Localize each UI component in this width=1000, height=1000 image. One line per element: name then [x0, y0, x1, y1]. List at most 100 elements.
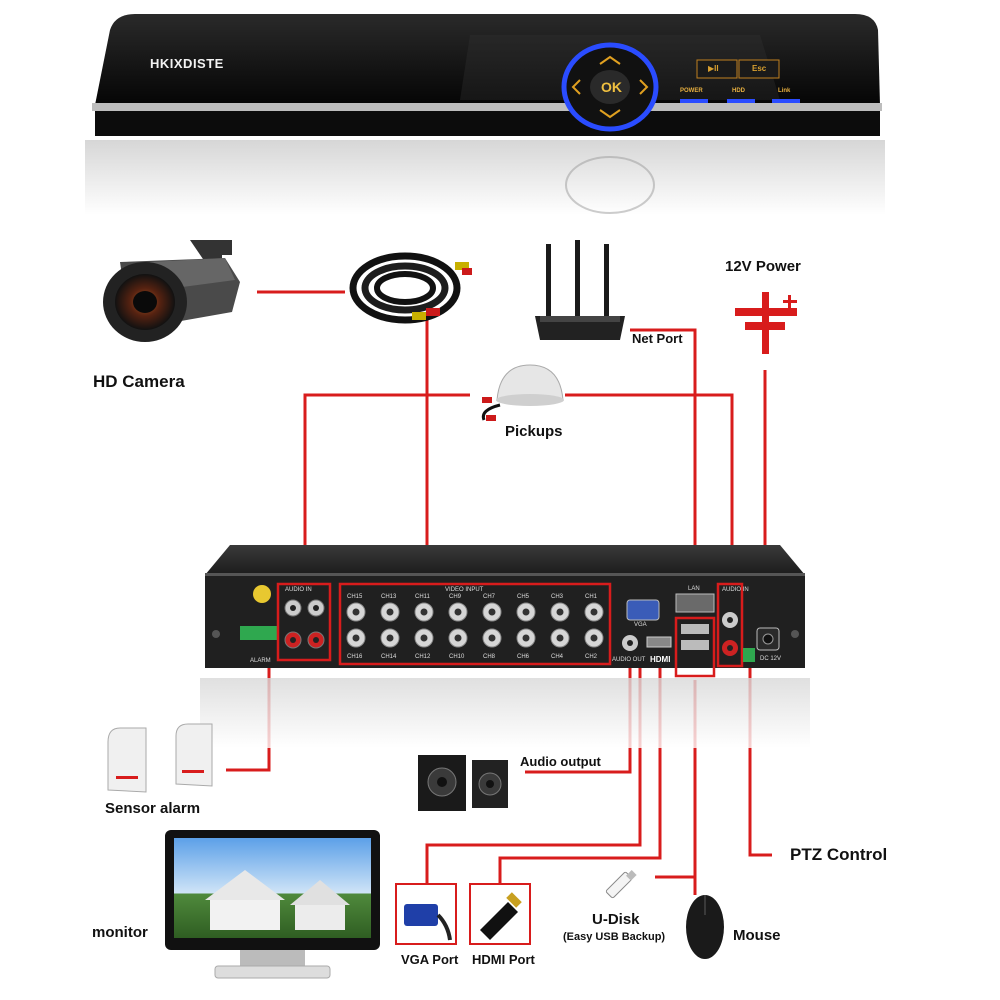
channel-label: CH2	[585, 654, 598, 660]
bnc-port-pin	[386, 608, 394, 616]
dvr-front-unit	[85, 14, 885, 215]
wire-hdmi	[498, 650, 662, 885]
motion-sensor-image-right	[175, 723, 213, 787]
audio-in-jack-pin	[313, 637, 319, 643]
channel-label: CH4	[551, 654, 564, 660]
mouse-image	[686, 895, 724, 959]
label-ptz-control: PTZ Control	[790, 845, 888, 864]
dvr-up-arrow	[599, 55, 621, 65]
pickup-image	[481, 364, 564, 421]
dvr-ok-label: OK	[601, 79, 622, 95]
coax-cable-image	[349, 252, 472, 324]
speakers-image	[418, 755, 508, 811]
bnc-port-pin	[556, 608, 564, 616]
channel-label: CH8	[483, 654, 496, 660]
wire-net-lan	[630, 328, 697, 598]
bnc-port-pin	[522, 608, 530, 616]
dvr-brand-logo: HKIXDISTE	[150, 56, 224, 71]
rear-vga-label: VGA	[634, 622, 647, 628]
label-12v-power: 12V Power	[725, 258, 801, 275]
dvr-ok-button	[590, 70, 630, 104]
rear-dc-label: DC 12V	[760, 656, 782, 662]
bnc-port-pin	[488, 634, 496, 642]
rear-audio-out-label: AUDIO OUT	[612, 657, 646, 663]
bnc-port-pin	[522, 634, 530, 642]
channel-label: CH3	[551, 594, 564, 600]
label-net-port: Net Port	[632, 331, 683, 346]
label-hdmi-port: HDMI Port	[472, 952, 535, 967]
hd-camera-image	[103, 240, 240, 342]
bnc-port-pin	[386, 634, 394, 642]
audio-in-jack-pin	[313, 605, 319, 611]
dvr-hdd-led	[727, 99, 755, 103]
dvr-esc-button	[738, 59, 780, 79]
dvr-front-body	[95, 14, 880, 105]
power-symbol	[735, 292, 797, 354]
udisk-image	[605, 870, 637, 899]
label-udisk: U-Disk	[592, 911, 640, 928]
label-mouse: Mouse	[733, 927, 781, 944]
rear-video-input-label: VIDEO INPUT	[445, 587, 484, 593]
bnc-port-pin	[590, 634, 598, 642]
label-audio-output: Audio output	[520, 754, 601, 769]
channel-label: CH14	[381, 654, 397, 660]
dvr-play-button	[696, 59, 738, 79]
dvr-link-label: Link	[778, 88, 791, 94]
label-pickups: Pickups	[505, 423, 563, 440]
rear-audio-in-label: AUDIO IN	[285, 587, 312, 593]
motion-sensor-image-left	[107, 727, 147, 793]
dvr-rear-unit	[200, 545, 810, 748]
channel-label: CH10	[449, 654, 465, 660]
label-vga-port: VGA Port	[401, 952, 459, 967]
dvr-link-led	[772, 99, 800, 103]
audio-in-jack-pin	[290, 637, 296, 643]
dvr-power-label: POWER	[680, 88, 703, 94]
bnc-port-pin	[488, 608, 496, 616]
wire-pickup-audio-in-right	[565, 393, 734, 585]
audio-in-jack-pin	[290, 605, 296, 611]
rear-audio-in-right-label: AUDIO IN	[722, 587, 749, 593]
bnc-port-pin	[420, 608, 428, 616]
channel-label: CH11	[415, 594, 430, 600]
hdmi-connector-image	[469, 883, 531, 945]
dvr-hdd-label: HDD	[732, 88, 745, 94]
dvr-front-reflection	[85, 140, 885, 215]
dvr-right-arrow	[639, 79, 649, 95]
channel-label: CH6	[517, 654, 530, 660]
label-monitor: monitor	[92, 924, 148, 941]
label-udisk-sub: (Easy USB Backup)	[563, 931, 666, 943]
dvr-down-arrow	[599, 109, 621, 119]
router-image	[535, 240, 625, 340]
channel-label: CH15	[347, 594, 363, 600]
label-hd-camera: HD Camera	[93, 372, 185, 391]
rear-hdmi-label: HDMI	[650, 655, 671, 664]
channel-label: CH9	[449, 594, 462, 600]
channel-label: CH1	[585, 594, 598, 600]
bnc-port-pin	[352, 634, 360, 642]
channel-label: CH7	[483, 594, 496, 600]
bnc-port-pin	[590, 608, 598, 616]
bnc-port-pin	[454, 634, 462, 642]
bnc-port-pin	[352, 608, 360, 616]
dvr-ring-reflection	[565, 156, 655, 214]
dvr-front-base	[95, 111, 880, 136]
bnc-port-pin	[454, 608, 462, 616]
dvr-play-label: ▶II	[708, 64, 719, 73]
dvr-left-arrow	[571, 79, 581, 95]
channel-label: CH13	[381, 594, 397, 600]
channel-label: CH5	[517, 594, 530, 600]
bnc-port-pin	[556, 634, 564, 642]
vga-connector-image	[395, 883, 457, 945]
rear-alarm-label: ALARM	[250, 658, 271, 664]
label-sensor-alarm: Sensor alarm	[105, 800, 201, 817]
bnc-port-pin	[420, 634, 428, 642]
channel-label: CH16	[347, 654, 363, 660]
bnc-port-group	[284, 599, 604, 649]
monitor-image	[165, 830, 380, 979]
dvr-front-edge	[92, 103, 882, 111]
rear-lan-label: LAN	[688, 586, 700, 592]
dvr-esc-label: Esc	[752, 64, 767, 73]
dvr-power-led	[680, 99, 708, 103]
